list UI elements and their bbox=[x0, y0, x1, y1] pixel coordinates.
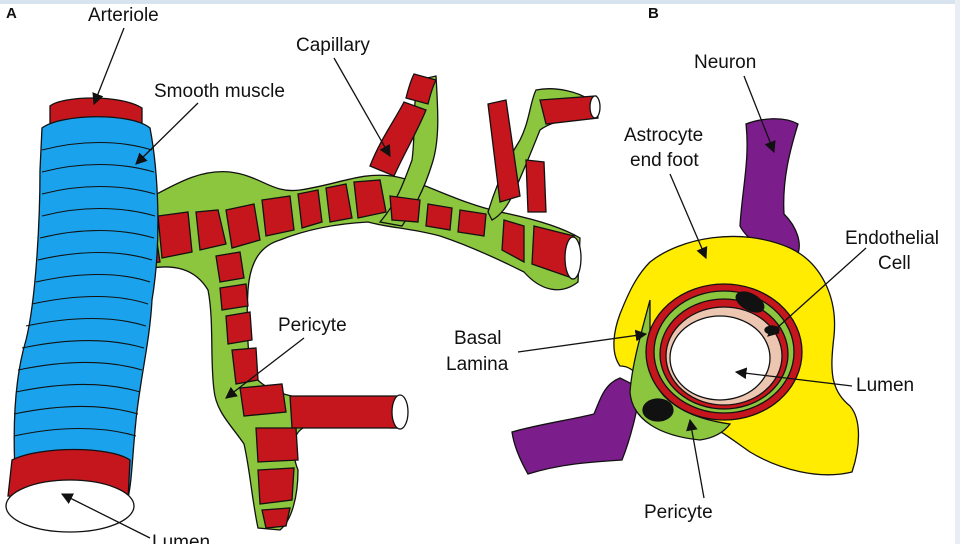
arrow-neuron bbox=[743, 75, 776, 154]
arrow-basal bbox=[517, 329, 648, 353]
label-neuron: Neuron bbox=[694, 52, 756, 73]
arrow-astrocyte bbox=[669, 173, 708, 260]
arrow-pericyte-b bbox=[686, 418, 705, 499]
neuron-bottom bbox=[511, 377, 641, 475]
neuron-top bbox=[739, 118, 800, 261]
panel-b-letter: B bbox=[648, 5, 659, 22]
label-lumen-b: Lumen bbox=[856, 375, 914, 396]
arteriole bbox=[5, 97, 159, 533]
smooth-muscle-coat bbox=[13, 116, 159, 499]
arrow-smooth-muscle bbox=[135, 102, 199, 165]
label-arteriole: Arteriole bbox=[88, 5, 159, 26]
label-astrocyte-1: Astrocyte bbox=[624, 125, 703, 146]
arrow-arteriole bbox=[92, 27, 125, 106]
panel-a: A Arteriole Smooth muscle Capillary Peri… bbox=[5, 5, 601, 549]
lumen-b bbox=[669, 315, 771, 401]
arrow-capillary bbox=[333, 57, 391, 158]
label-lumen-a: Lumen bbox=[152, 532, 210, 544]
top-bar bbox=[0, 0, 960, 4]
label-endothelial-2: Cell bbox=[878, 253, 911, 274]
label-smooth-muscle: Smooth muscle bbox=[154, 81, 285, 102]
label-astrocyte-2: end foot bbox=[630, 150, 699, 171]
label-pericyte-b: Pericyte bbox=[644, 502, 713, 523]
panel-b: B Neuron Astrocyte end foot Endothelial … bbox=[446, 5, 939, 523]
label-basal-1: Basal bbox=[454, 328, 502, 349]
panel-b-labels: Neuron Astrocyte end foot Endothelial Ce… bbox=[446, 52, 939, 523]
arrow-lumen-a bbox=[60, 493, 151, 539]
right-edge bbox=[955, 0, 960, 544]
arrow-endothelial bbox=[767, 247, 867, 337]
label-endothelial-1: Endothelial bbox=[845, 228, 939, 249]
arrow-lumen-b bbox=[734, 367, 853, 387]
label-basal-2: Lamina bbox=[446, 354, 509, 375]
pericyte-nucleus bbox=[642, 398, 674, 422]
arrow-pericyte-a bbox=[225, 337, 305, 399]
label-capillary: Capillary bbox=[296, 35, 370, 56]
endothelial-nucleus-1 bbox=[735, 291, 765, 313]
panel-a-letter: A bbox=[6, 5, 17, 22]
smooth-muscle-bands bbox=[13, 142, 156, 437]
label-pericyte-a: Pericyte bbox=[278, 315, 347, 336]
arteriole-lumen-opening bbox=[5, 479, 135, 533]
